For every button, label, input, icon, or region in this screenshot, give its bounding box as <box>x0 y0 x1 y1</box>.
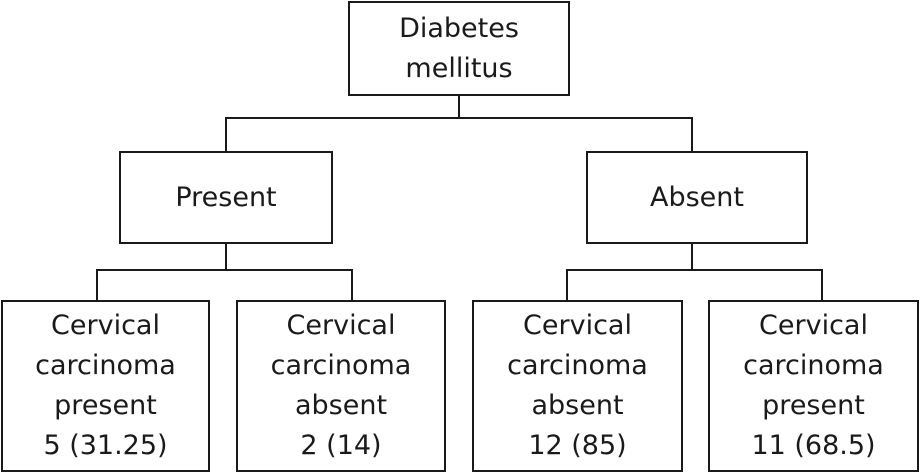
branch-label: Present <box>175 181 277 213</box>
leaf-label-line-1: Cervical <box>523 310 632 341</box>
leaf-label-line-1: Cervical <box>286 310 396 341</box>
leaf-label-line-1: Cervical <box>759 310 868 341</box>
leaf-label-line-3: present <box>54 390 157 421</box>
leaf-label-line-2: carcinoma <box>35 350 176 381</box>
root-node-diabetes-mellitus: Diabetes mellitus <box>348 1 570 96</box>
leaf-label-line-3: present <box>762 390 865 421</box>
present-to-leaves-connector <box>96 244 353 300</box>
leaf-label-line-2: carcinoma <box>507 350 648 381</box>
branch-node-present: Present <box>119 151 333 244</box>
leaf-count: 2 (14) <box>300 430 382 461</box>
leaf-node-absent-carcinoma-present: Cervical carcinoma present 11 (68.5) <box>708 300 919 472</box>
leaf-count: 5 (31.25) <box>43 430 168 461</box>
leaf-node-absent-carcinoma-absent: Cervical carcinoma absent 12 (85) <box>472 300 683 472</box>
root-label-line-1: Diabetes <box>399 12 519 44</box>
root-label-line-2: mellitus <box>405 52 513 84</box>
leaf-label-line-2: carcinoma <box>270 350 412 381</box>
absent-to-leaves-connector <box>566 244 823 300</box>
leaf-node-present-carcinoma-absent: Cervical carcinoma absent 2 (14) <box>236 300 446 472</box>
leaf-count: 11 (68.5) <box>751 430 876 461</box>
leaf-node-present-carcinoma-present: Cervical carcinoma present 5 (31.25) <box>1 300 210 472</box>
leaf-label-line-3: absent <box>294 390 388 421</box>
leaf-count: 12 (85) <box>528 430 627 461</box>
leaf-label-line-2: carcinoma <box>743 350 884 381</box>
branch-label: Absent <box>650 181 744 213</box>
branch-node-absent: Absent <box>586 151 808 244</box>
leaf-label-line-3: absent <box>531 390 624 421</box>
root-to-branches-connector <box>225 96 693 151</box>
leaf-label-line-1: Cervical <box>51 310 160 341</box>
